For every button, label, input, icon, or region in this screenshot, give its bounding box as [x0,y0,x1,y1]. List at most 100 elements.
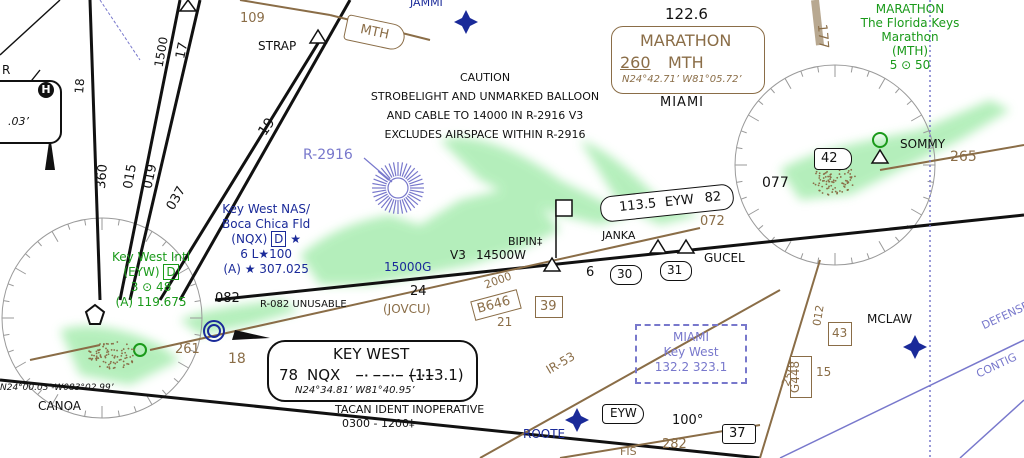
eyw-radial: 82 [703,189,722,206]
navaid-freq: (113.1) [409,366,464,384]
fix-sommy: SOMMY [900,137,946,151]
radial-077: 077 [762,175,789,191]
airport-ident: (NQX) D ★ [231,231,301,247]
mea-15000g: 15000G [384,260,432,274]
course-261: 261 [175,342,200,357]
b646-num: 21 [497,315,513,329]
g448-mea: 43 [832,326,848,340]
route-fis: FIS [620,445,637,458]
navaid-ident: NQX [307,366,341,384]
restricted-area-label: R-2916 [303,147,353,163]
special-use-edge [99,0,141,61]
miami-comm-box: MIAMI Key West 132.2 323.1 [635,324,747,384]
course-24: 24 [410,284,427,299]
coast-bar [811,0,824,46]
navaid-coords: N24°42.71’ W81°05.72’ [622,74,742,85]
airport-key-west-nas: Key West NAS/ Boca Chica Fld (NQX) D ★ 6… [222,202,310,277]
marathon-miami-label: MIAMI [660,95,704,110]
g448-course: 012 [810,304,827,327]
vor-symbol [84,303,106,325]
r-label: R [2,63,11,77]
navaid-coords: N24°34.81’ W81°40.95’ [295,385,415,396]
eyw-tag: EYW [602,404,644,424]
stipple-areas [88,163,856,370]
mea-42-tag: 42 [814,148,852,170]
navaid-key-west-symbol [203,320,225,342]
course-18: 18 [228,351,246,367]
course-100: 100° [672,413,704,428]
flag-symbol [555,199,573,258]
land-tint [60,100,1010,385]
fix-janka: JANKA [602,229,636,242]
compulsory-fixes [454,10,927,432]
airport-freq: (A) ★ 307.025 [223,262,309,276]
fix-canoa: CANOA [38,399,82,413]
airport-info: 5 ⊙ 50 [889,58,931,72]
g448-box: G448 [788,356,812,398]
mea-31-tag: 31 [660,261,692,281]
fix-gucel: GUCEL [704,251,745,265]
airport-info: 6 L★100 [240,247,293,261]
restricted-area-r2916 [372,162,424,214]
fix-bipin: BIPIN‡ [508,235,543,248]
caution-line-2: AND CABLE TO 14000 IN R-2916 V3 [386,109,584,122]
mea-42: 42 [821,151,838,166]
comm-freqs: 132.2 323.1 [654,360,728,374]
r082-note: R-082 UNUSABLE [260,299,347,310]
tacan-note: TACAN IDENT INOPERATIVE [335,403,485,416]
navaid-name: MARATHON [640,31,732,50]
radial-360: 360 [93,163,111,190]
fix-jammi: JAMMI [410,0,443,9]
segment-6: 6 [586,265,595,280]
mea-30: 30 [617,267,633,281]
course-282: 282 [662,437,687,452]
comm-name: MIAMI [673,330,709,344]
mea-31: 31 [667,263,683,277]
navaid-ident: MTH [668,53,704,72]
mth-arrow-label: MTH [358,22,391,43]
airway-v3-mea: 14500W [476,248,527,262]
airport-name: Key West Intl [112,250,191,264]
canoa-coords: N24°00.03’-W083°02.99’ [0,383,114,393]
airport-name-2: Boca Chica Fld [222,217,311,231]
eyw-freq: 113.5 [618,196,658,215]
radial-082: 082 [215,291,240,306]
boundary-lines [779,0,1024,458]
airport-name-3: Marathon [881,30,939,44]
airport-name-2: The Florida Keys [860,16,960,30]
navaid-channel: 78 [279,366,299,384]
fix-strap: STRAP [258,39,297,53]
course-265: 265 [950,149,977,165]
airport-name: MARATHON [875,2,945,16]
course-17: 17 [173,40,192,61]
mea-37: 37 [729,426,746,441]
g448-num: 15 [816,365,832,379]
airport-info: 3 ⊙ 48 [130,280,172,294]
caution-line-3: EXCLUDES AIRSPACE WITHIN R-2916 [384,128,586,141]
mea-37-tag: 37 [722,424,756,444]
fix-roote: ROOTE [523,427,566,441]
key-west-navaid-box: KEY WEST 78 NQX −· −−·− −··− (113.1) N24… [267,340,478,402]
marathon-freq-top: 122.6 [665,5,708,23]
b646-label: B646 [475,293,513,317]
airport-marathon: MARATHON The Florida Keys Marathon (MTH)… [850,2,970,72]
fix-jovcu: (JOVCU) [383,302,431,316]
airport-ident: (MTH) [891,44,929,58]
caution-note: CAUTION STROBELIGHT AND UNMARKED BALLOON… [360,68,610,144]
airport-ident: (EYW) D [112,264,190,280]
airport-freq: (A) 119.675 [115,295,187,309]
callout-arrow-2 [45,135,55,170]
airport-name: Key West NAS/ [222,202,310,216]
marathon-navaid-box: MARATHON 260 MTH N24°42.71’ W81°05.72’ [611,26,765,94]
frequency-ident: .03’ [8,115,29,128]
caution-line-1: STROBELIGHT AND UNMARKED BALLOON [370,90,600,103]
g448-label: G448 [788,360,803,394]
callout-arrow [232,330,270,340]
airport-key-west-intl: Key West Intl (EYW) D 3 ⊙ 48 (A) 119.675 [112,250,190,310]
eyw-tag-label: EYW [610,406,637,420]
navaid-morse: −· −−·− −··− [355,369,435,382]
airway-v3: V3 [450,248,466,262]
navaid-name: KEY WEST [333,345,410,363]
caution-title: CAUTION [459,71,511,84]
